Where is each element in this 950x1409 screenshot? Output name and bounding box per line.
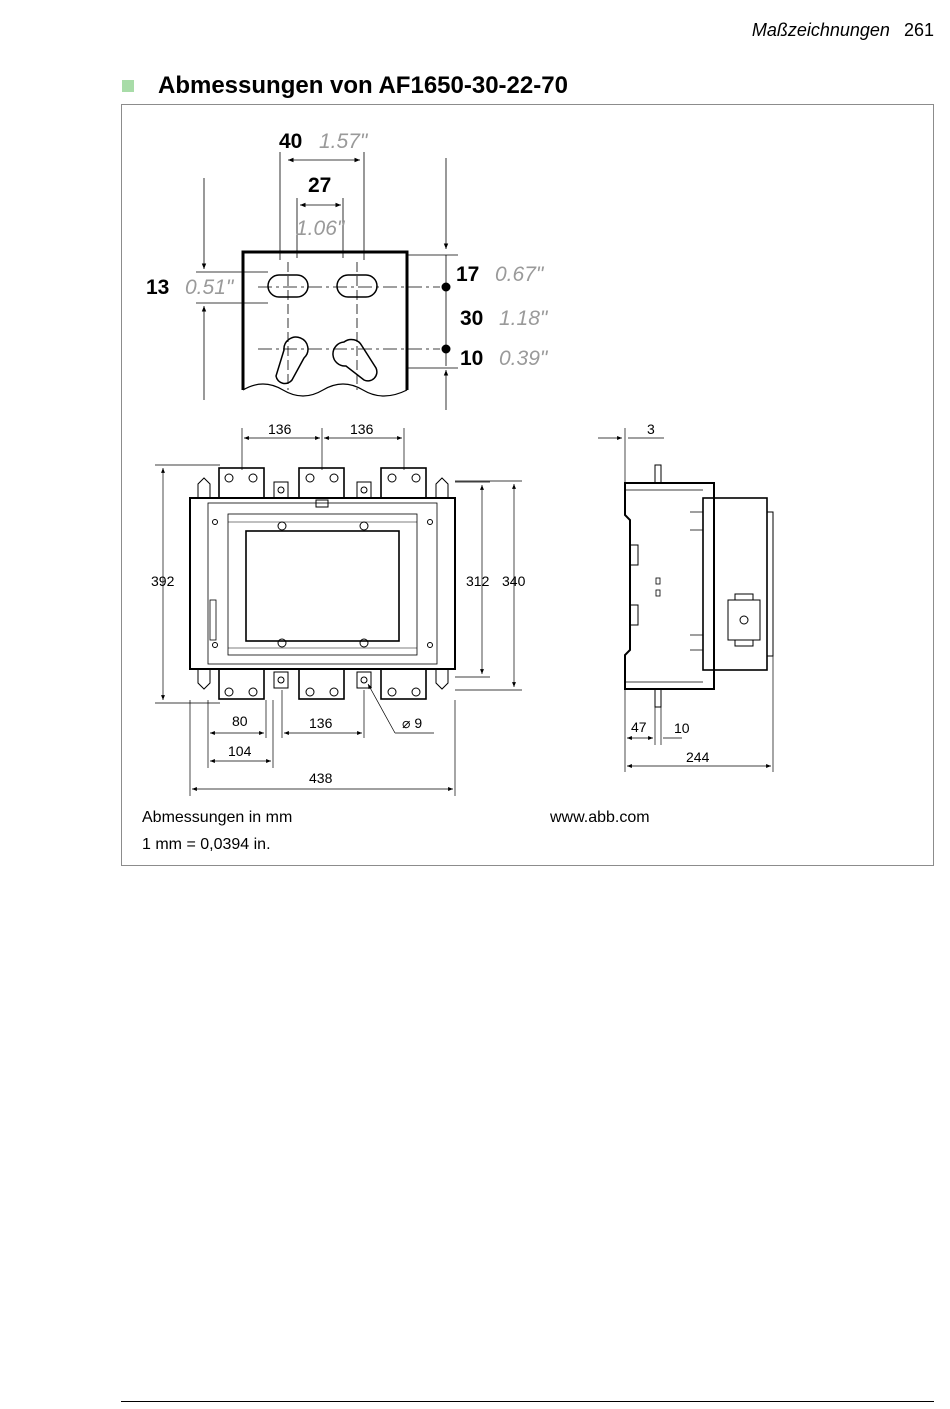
dim-27: 27 bbox=[308, 174, 331, 197]
page-title: Abmessungen von AF1650-30-22-70 bbox=[158, 72, 568, 99]
dim-40: 40 bbox=[279, 130, 302, 153]
header-section: Maßzeichnungen bbox=[751, 20, 890, 40]
dim-13-in: 0.51" bbox=[185, 276, 235, 299]
footer-rule bbox=[121, 1401, 934, 1402]
dim-136-top-right: 136 bbox=[350, 421, 374, 437]
caption-conversion: 1 mm = 0,0394 in. bbox=[142, 836, 271, 853]
dim-392: 392 bbox=[151, 573, 175, 589]
section-heading: Abmessungen von AF1650-30-22-70 bbox=[122, 72, 568, 100]
dim-80: 80 bbox=[232, 713, 248, 729]
front-view bbox=[155, 428, 522, 796]
dim-3: 3 bbox=[647, 421, 655, 437]
bullet-icon bbox=[122, 80, 134, 92]
dim-hole-diameter: ⌀ 9 bbox=[402, 715, 422, 731]
dim-10: 10 bbox=[460, 347, 483, 370]
dim-30: 30 bbox=[460, 307, 483, 330]
dim-104: 104 bbox=[228, 743, 252, 759]
dim-40-in: 1.57" bbox=[319, 130, 369, 153]
dim-438: 438 bbox=[309, 770, 333, 786]
side-view bbox=[598, 428, 774, 772]
dim-136-top-left: 136 bbox=[268, 421, 292, 437]
figure-frame: Abmessungen in mm 1 mm = 0,0394 in. www.… bbox=[121, 104, 934, 866]
dim-13: 13 bbox=[146, 276, 169, 299]
running-header: Maßzeichnungen 261 bbox=[752, 20, 934, 41]
dim-136-bottom: 136 bbox=[309, 715, 333, 731]
dim-244: 244 bbox=[686, 749, 710, 765]
dim-10-side: 10 bbox=[674, 720, 690, 736]
caption-units: Abmessungen in mm bbox=[142, 809, 293, 826]
dim-47: 47 bbox=[631, 719, 647, 735]
dim-340: 340 bbox=[502, 573, 526, 589]
dim-30-in: 1.18" bbox=[499, 307, 549, 330]
terminal-detail bbox=[196, 152, 458, 410]
dim-312: 312 bbox=[466, 573, 490, 589]
dim-17: 17 bbox=[456, 263, 479, 286]
caption-url: www.abb.com bbox=[550, 809, 650, 826]
dim-17-in: 0.67" bbox=[495, 263, 545, 286]
dim-27-in: 1.06" bbox=[296, 217, 346, 240]
page-number: 261 bbox=[903, 20, 934, 40]
dim-10-in: 0.39" bbox=[499, 347, 549, 370]
